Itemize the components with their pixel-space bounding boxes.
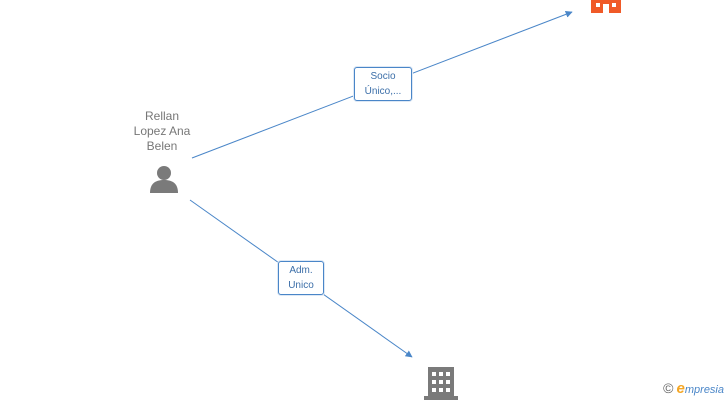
person-name-label[interactable]: Rellan Lopez Ana Belen bbox=[122, 109, 202, 154]
edge-label-adm-line1: Adm. bbox=[289, 265, 313, 276]
person-name-line3: Belen bbox=[146, 139, 178, 153]
edge-label-socio-unico[interactable]: Socio Único,... bbox=[354, 67, 412, 101]
edge-label-socio-line2: Único,... bbox=[364, 86, 402, 97]
edge-label-adm-unico[interactable]: Adm. Unico bbox=[278, 261, 324, 295]
copyright-icon: © bbox=[663, 380, 674, 396]
brand-logo-e: e bbox=[676, 380, 685, 397]
company-building-icon-main[interactable] bbox=[591, 0, 621, 13]
company-building-icon-other[interactable] bbox=[424, 367, 458, 400]
person-icon[interactable] bbox=[150, 166, 178, 193]
person-name-line1: Rellan bbox=[144, 109, 180, 123]
edge-label-adm-line2: Unico bbox=[288, 280, 314, 291]
brand-logo-rest: mpresia bbox=[684, 384, 724, 396]
empresia-watermark: © empresia bbox=[663, 380, 724, 397]
person-name-line2: Lopez Ana bbox=[133, 124, 191, 138]
edge-label-socio-line1: Socio bbox=[370, 71, 396, 82]
